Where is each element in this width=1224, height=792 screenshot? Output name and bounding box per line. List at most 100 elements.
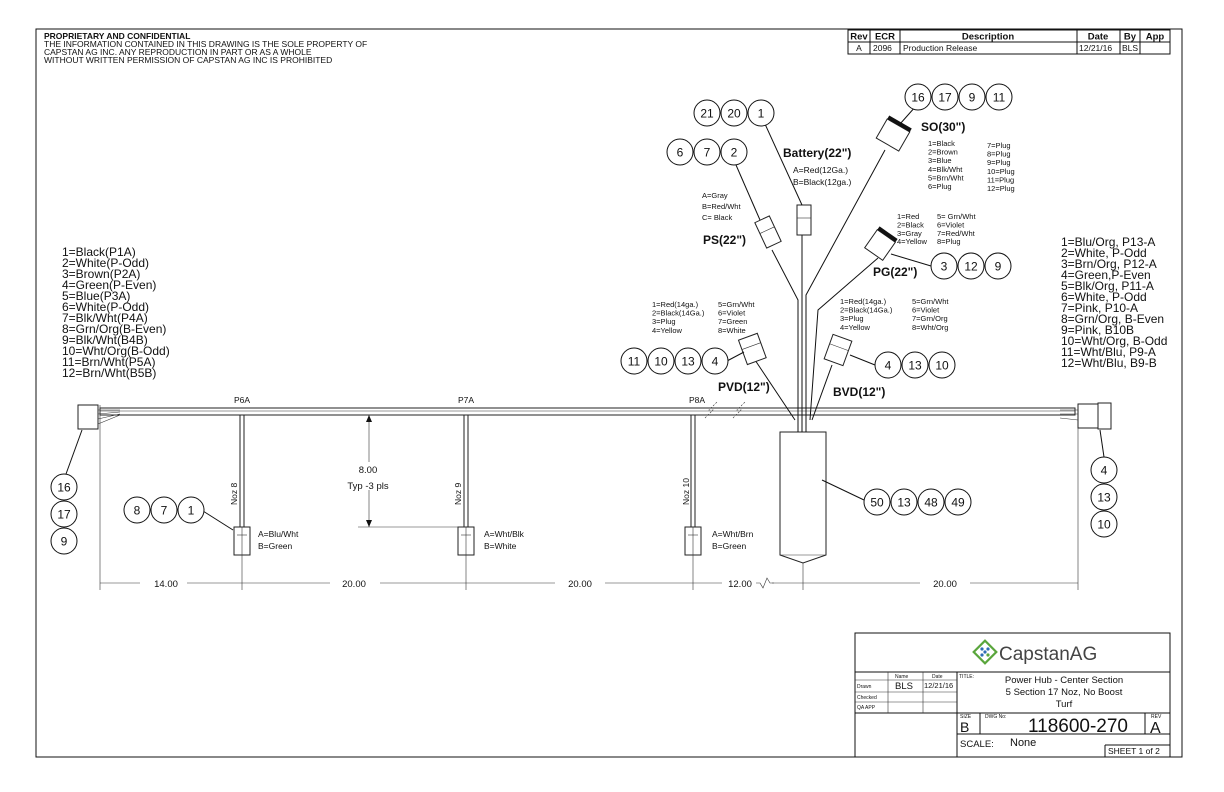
balloon-number: 1 (188, 504, 195, 518)
ecr-header: ECR (875, 32, 895, 43)
balloon-number: 13 (897, 496, 911, 510)
balloon-circle (150, 496, 178, 524)
bvd-pin: 4=Yellow (840, 323, 871, 332)
balloon-circle (931, 83, 959, 111)
balloon-circle (50, 473, 78, 501)
balloon-circle (901, 351, 929, 379)
notice-line: THE INFORMATION CONTAINED IN THIS DRAWIN… (44, 39, 367, 49)
right-end-pin: 4=Green,P-Even (1061, 268, 1151, 282)
balloon-pg: 12 (957, 252, 985, 280)
so-connector (875, 115, 912, 152)
balloon-ps: 7 (693, 138, 721, 166)
balloon-circle (674, 347, 702, 375)
balloon-number: 4 (712, 355, 719, 369)
revision-table: Rev ECR Description Date By App A 2096 P… (847, 29, 1171, 55)
balloon-so: 9 (958, 83, 986, 111)
balloon-number: 16 (57, 481, 71, 495)
pg-pin: 8=Plug (937, 237, 961, 246)
drop-length-dimension: 8.00 (359, 465, 378, 476)
battery-title: Battery(22") (783, 146, 851, 160)
date-header: Date (932, 674, 943, 680)
balloon-circle (917, 488, 945, 516)
balloon-circle (701, 347, 729, 375)
revision: A (1150, 720, 1161, 737)
pvd-leader (726, 351, 745, 362)
bvd-pin: 2=Black(14Ga.) (840, 306, 893, 315)
right-end-pin: 2=White, P-Odd (1061, 246, 1147, 260)
pvd-pin: 2=Black(14Ga.) (652, 309, 705, 318)
balloon-hub: 49 (944, 488, 972, 516)
balloon-nozzle: 7 (150, 496, 178, 524)
nozzle-label: Noz 8 (229, 483, 239, 505)
right-end-pin: 10=Wht/Org, B-Odd (1061, 334, 1167, 348)
balloon-number: 49 (951, 496, 965, 510)
power-hub-body (779, 431, 865, 564)
dimension-span: 12.00 (728, 579, 752, 590)
pg-connector (863, 226, 898, 262)
so-pin: 5=Brn/Wht (928, 173, 965, 182)
nozzle-pin: B=White (484, 541, 517, 551)
balloon-number: 10 (654, 355, 668, 369)
right-end-pin: 9=Pink, B10B (1061, 323, 1134, 337)
balloon-nozzle: 8 (123, 496, 151, 524)
by-cell: BLS (1122, 43, 1138, 53)
balloon-pg: 9 (984, 252, 1012, 280)
ps-pin: C= Black (702, 213, 732, 222)
balloon-number: 13 (908, 359, 922, 373)
branch-label: P6A (234, 395, 250, 405)
title-line: Turf (1056, 699, 1073, 710)
right-end-pin: 5=Blk/Org, P11-A (1061, 279, 1154, 293)
bvd-connector (823, 333, 853, 367)
balloon-hub: 48 (917, 488, 945, 516)
pvd-connector (737, 332, 767, 366)
nozzle-pin: A=Wht/Brn (712, 529, 754, 539)
title-label: TITLE: (959, 674, 974, 680)
balloon-left_end: 9 (50, 527, 78, 555)
row-label: Drawn (857, 684, 872, 690)
bvd-pin: 3=Plug (840, 314, 864, 323)
balloon-ps: 2 (720, 138, 748, 166)
sheet-number: SHEET 1 of 2 (1108, 746, 1160, 756)
pvd-pin: 1=Red(14ga.) (652, 300, 699, 309)
title-block: CapstanAG Name Date Drawn BLS 12/21/16 C… (854, 632, 1171, 758)
balloon-number: 17 (57, 508, 71, 522)
pin-lists: 1=Black(P1A)2=White(P-Odd)3=Brown(P2A)4=… (62, 139, 1167, 380)
so-pin: 1=Black (928, 139, 955, 148)
date-header: Date (1088, 32, 1109, 43)
balloon-number: 1 (758, 107, 765, 121)
description-cell: Production Release (903, 43, 977, 53)
pg-pin: 4=Yellow (897, 237, 928, 246)
balloon-left_end: 16 (50, 473, 78, 501)
capstan-logo-icon (972, 639, 998, 665)
drop-length-note: Typ -3 pls (347, 481, 388, 492)
balloon-battery: 20 (720, 99, 748, 127)
bvd-title: BVD(12") (833, 385, 885, 399)
by-header: By (1124, 32, 1137, 43)
bvd-leader (849, 354, 876, 366)
balloon-circle (720, 99, 748, 127)
balloon-bvd: 13 (901, 351, 929, 379)
bvd-pin: 1=Red(14ga.) (840, 297, 887, 306)
so-pin: 7=Plug (987, 141, 1011, 150)
so-pin: 2=Brown (928, 148, 958, 157)
balloon-number: 9 (969, 91, 976, 105)
balloon-number: 6 (677, 146, 684, 160)
balloon-circle (957, 252, 985, 280)
rev-header: Rev (850, 32, 868, 43)
dimension-span: 14.00 (154, 579, 178, 590)
balloon-circle (747, 99, 775, 127)
balloon-battery: 21 (693, 99, 721, 127)
balloon-hub: 13 (890, 488, 918, 516)
so-pin: 11=Plug (987, 175, 1014, 184)
ecr-cell: 2096 (873, 43, 892, 53)
balloon-circle (1090, 510, 1118, 538)
balloon-circle (693, 99, 721, 127)
balloon-number: 4 (885, 359, 892, 373)
pvd-pin: 3=Plug (652, 317, 676, 326)
balloon-number: 48 (924, 496, 938, 510)
balloon-circle (647, 347, 675, 375)
right-end-pin: 1=Blu/Org, P13-A (1061, 235, 1155, 249)
bvd-pin: 7=Grn/Org (912, 314, 948, 323)
